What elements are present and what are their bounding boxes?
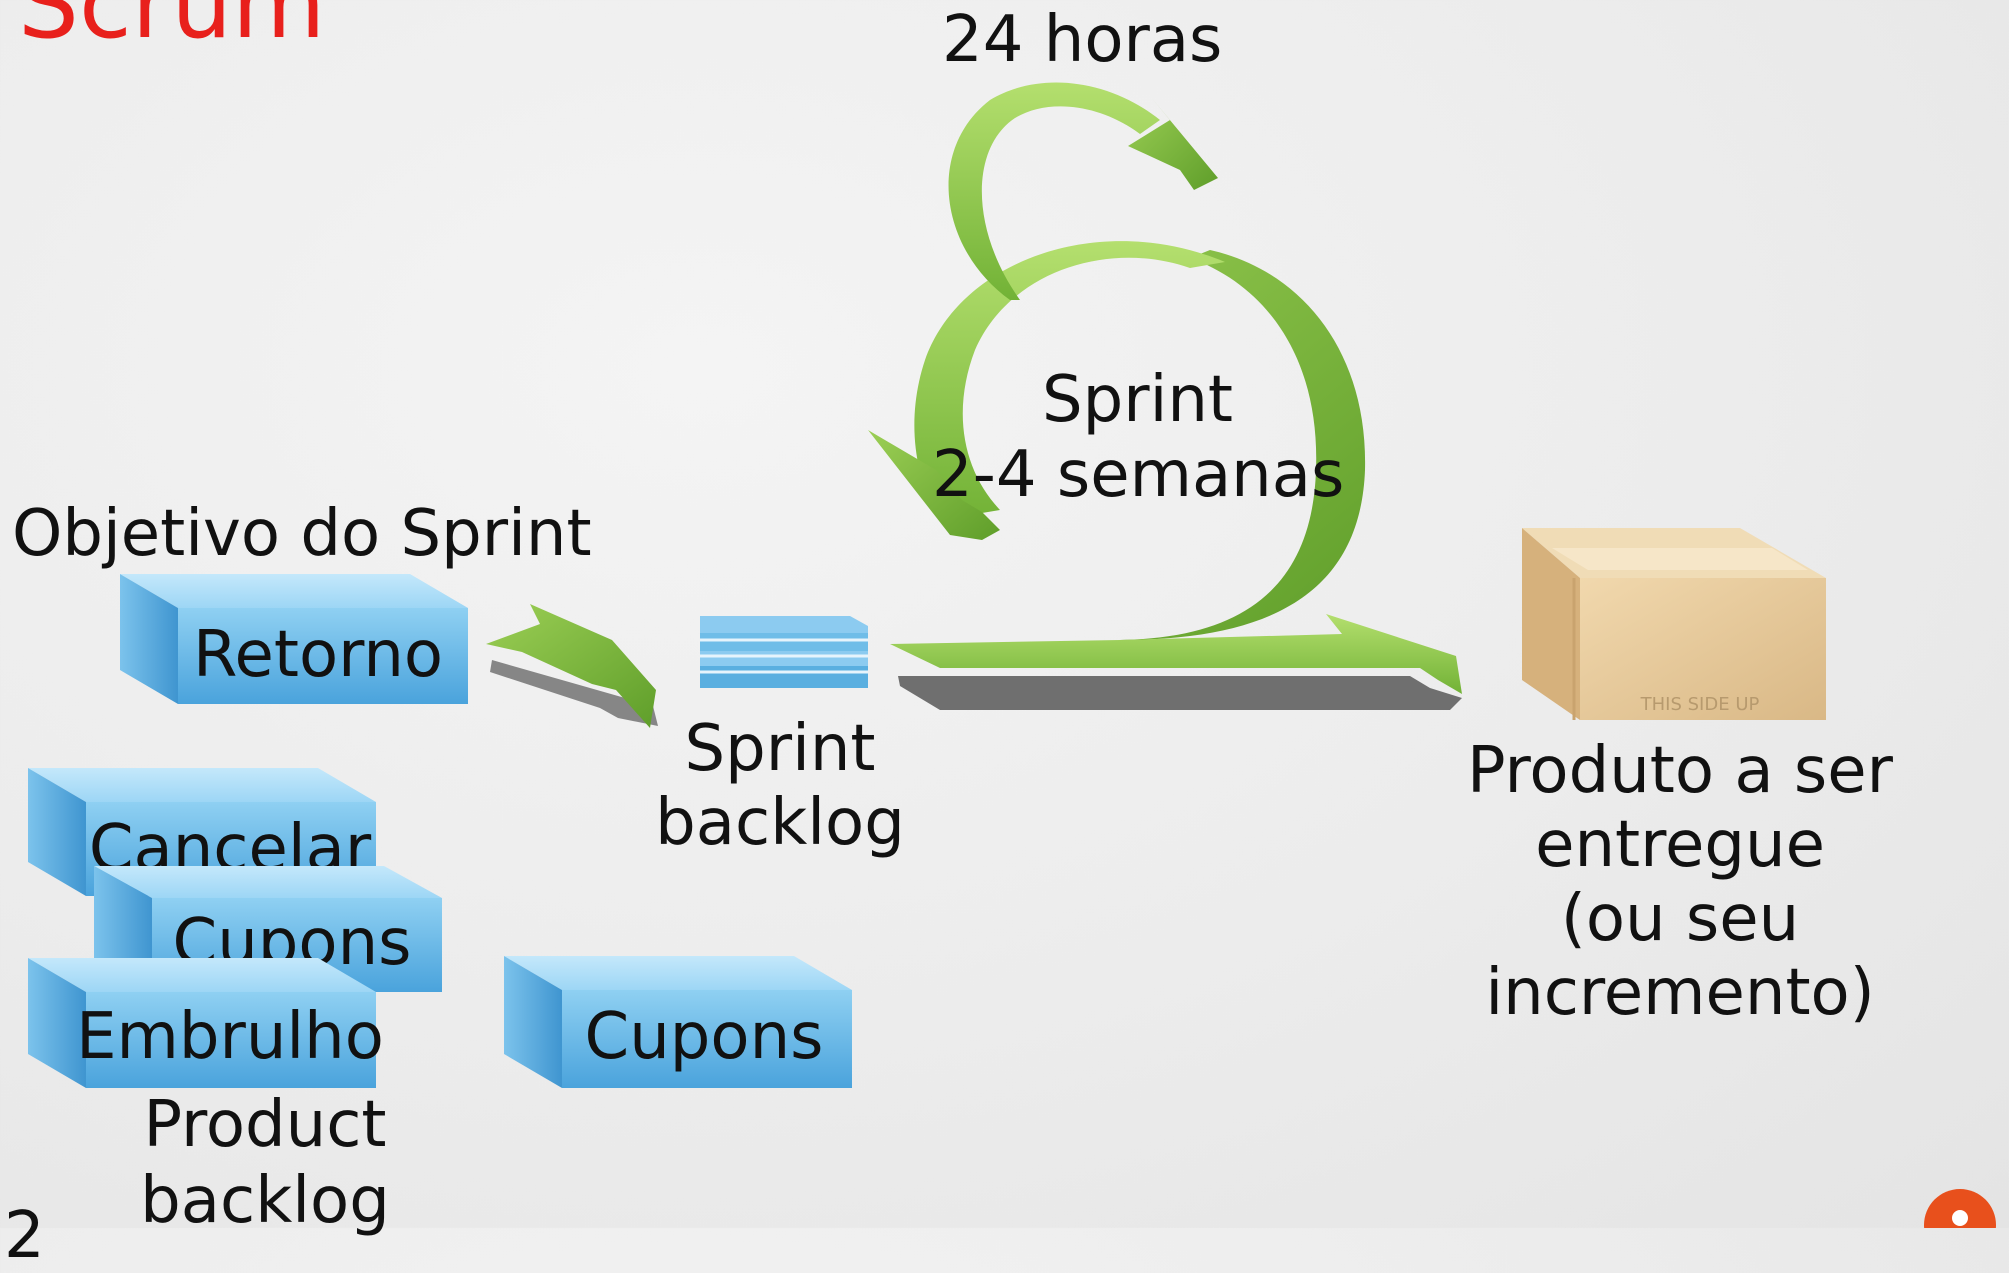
backlog-card-embrulho: Embrulho bbox=[28, 958, 384, 1088]
sprint-duration-label: 2-4 semanas bbox=[932, 438, 1345, 512]
box-print-text: THIS SIDE UP bbox=[1640, 694, 1760, 715]
product-increment-label-line3: (ou seu incremento) bbox=[1485, 882, 1875, 1030]
page-title: Scrum bbox=[18, 0, 326, 60]
backlog-card-cupons-single: Cupons bbox=[504, 956, 852, 1088]
daily-cycle-label: 24 horas bbox=[942, 3, 1223, 77]
corner-badge-icon bbox=[1924, 1189, 1996, 1228]
product-increment-label-line2: entregue bbox=[1535, 808, 1825, 882]
page-number: 2 bbox=[4, 1199, 45, 1273]
backlog-card-retorno: Retorno bbox=[120, 574, 468, 704]
sprint-name-label: Sprint bbox=[1042, 363, 1233, 437]
arrow-to-sprint-backlog-icon bbox=[486, 604, 658, 728]
sprint-backlog-stack-icon bbox=[700, 616, 868, 688]
sprint-goal-label: Objetivo do Sprint bbox=[12, 497, 592, 571]
product-box-icon: THIS SIDE UP bbox=[1522, 528, 1826, 720]
sprint-backlog-label-line1: Sprint bbox=[684, 712, 876, 786]
scrum-diagram: Retorno THIS SIDE UP bbox=[28, 82, 1996, 1228]
card-label-cupons-single: Cupons bbox=[585, 1000, 824, 1074]
product-backlog-label-line2: backlog bbox=[140, 1164, 390, 1238]
card-label-embrulho: Embrulho bbox=[76, 1000, 384, 1074]
daily-loop-arrow-icon bbox=[948, 82, 1218, 300]
product-backlog-label-line1: Product bbox=[143, 1088, 387, 1162]
card-label-retorno: Retorno bbox=[193, 618, 443, 692]
sprint-backlog-label-line2: backlog bbox=[655, 786, 905, 860]
product-increment-label-line1: Produto a ser bbox=[1467, 734, 1893, 808]
sprint-loop-arrow-icon bbox=[868, 241, 1462, 710]
